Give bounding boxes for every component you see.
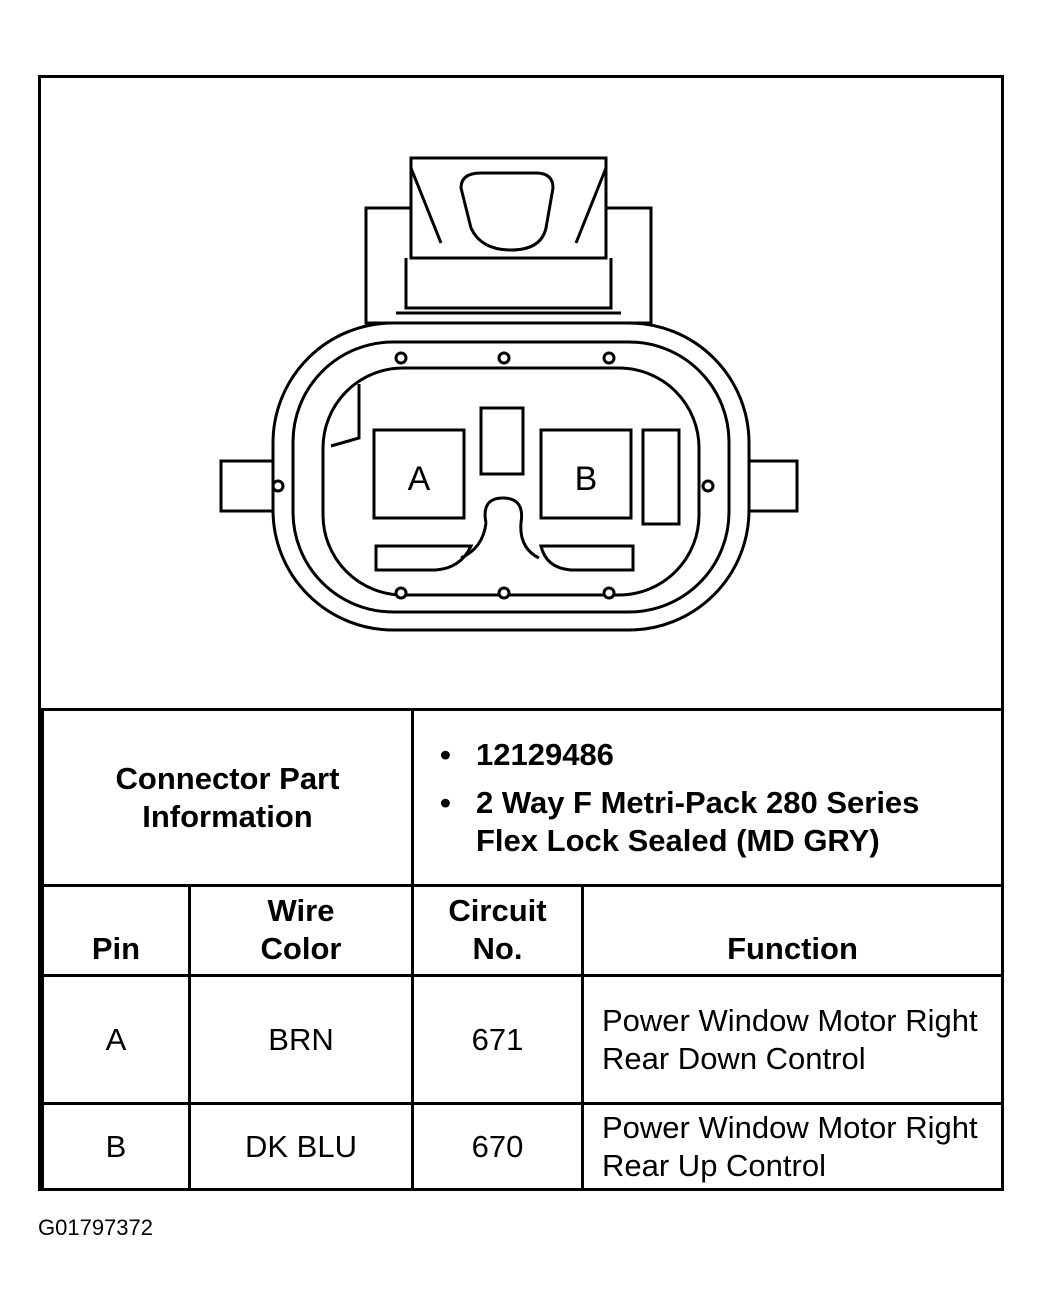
bottom-seal-right bbox=[539, 544, 635, 572]
bullet-icon: • bbox=[440, 784, 451, 820]
table-row: B DK BLU 670 Power Window Motor Right Re… bbox=[41, 1102, 1004, 1191]
right-ear bbox=[747, 459, 799, 513]
header-pin: Pin bbox=[41, 884, 191, 977]
part-description-item: • 2 Way F Metri-Pack 280 Series Flex Loc… bbox=[440, 784, 1001, 860]
latch-hole bbox=[394, 586, 408, 600]
center-key bbox=[479, 406, 525, 476]
bottom-seal-left bbox=[374, 544, 474, 572]
center-divider bbox=[460, 496, 540, 560]
header-circuit: Circuit No. bbox=[411, 884, 584, 977]
diagram-frame: A B Connector Part Information • 1212948… bbox=[38, 75, 1004, 1191]
bullet-icon: • bbox=[440, 736, 451, 772]
latch-wedge-right bbox=[574, 167, 608, 244]
latch-hole bbox=[271, 479, 285, 493]
header-wire-color: Wire Color bbox=[188, 884, 414, 977]
left-ear bbox=[219, 459, 275, 513]
function-cell: Power Window Motor Right Rear Down Contr… bbox=[581, 974, 1004, 1105]
header-circuit-label: Circuit bbox=[448, 893, 547, 928]
part-info-values-cell: • 12129486 • 2 Way F Metri-Pack 280 Seri… bbox=[411, 708, 1004, 887]
header-pin-label: Pin bbox=[91, 931, 141, 966]
latch-opening bbox=[459, 171, 555, 252]
latch-hole bbox=[602, 351, 616, 365]
header-function-label: Function bbox=[727, 931, 858, 966]
connector-face-diagram: A B bbox=[219, 156, 799, 632]
pin-label-a: A bbox=[408, 460, 431, 498]
latch-lower-body bbox=[404, 258, 613, 310]
function-cell: Power Window Motor Right Rear Up Control bbox=[581, 1102, 1004, 1191]
latch-wedge-left bbox=[409, 167, 443, 244]
latch-hole bbox=[602, 586, 616, 600]
connector-outer-housing bbox=[271, 321, 751, 632]
pin-label-b: B bbox=[575, 460, 598, 498]
part-description: 2 Way F Metri-Pack 280 Series Flex Lock … bbox=[476, 784, 920, 858]
header-wire-label: Wire bbox=[267, 893, 335, 928]
circuit-cell: 670 bbox=[411, 1102, 584, 1191]
connector-info-table: Connector Part Information • 12129486 • … bbox=[41, 708, 1004, 1191]
latch-hole bbox=[497, 586, 511, 600]
latch-hole bbox=[701, 479, 715, 493]
pin-cell: A bbox=[41, 974, 191, 1105]
connector-inner-rim bbox=[291, 340, 731, 614]
right-key-block bbox=[641, 428, 681, 526]
part-number: 12129486 bbox=[476, 736, 614, 772]
left-key-notch bbox=[330, 384, 361, 448]
pin-cell: B bbox=[41, 1102, 191, 1191]
latch-hole bbox=[394, 351, 408, 365]
part-info-label: Connector Part Information bbox=[115, 760, 340, 834]
header-no-label: No. bbox=[472, 931, 523, 966]
wire-color-cell: DK BLU bbox=[188, 1102, 414, 1191]
part-info-label-cell: Connector Part Information bbox=[41, 708, 414, 887]
pin-cavity-a bbox=[372, 428, 466, 520]
header-color-label: Color bbox=[260, 931, 342, 966]
connector-cavity bbox=[321, 366, 701, 597]
latch-hole bbox=[497, 351, 511, 365]
circuit-cell: 671 bbox=[411, 974, 584, 1105]
header-row: Pin Wire Color Circuit No. Function bbox=[41, 884, 1004, 977]
table-row: A BRN 671 Power Window Motor Right Rear … bbox=[41, 974, 1004, 1105]
latch-outer-frame bbox=[364, 156, 653, 325]
pin-cavity-b bbox=[539, 428, 633, 520]
part-number-item: • 12129486 bbox=[440, 736, 1001, 774]
part-info-row: Connector Part Information • 12129486 • … bbox=[41, 708, 1004, 887]
latch-block bbox=[409, 158, 608, 260]
wire-color-cell: BRN bbox=[188, 974, 414, 1105]
figure-id: G01797372 bbox=[38, 1215, 153, 1240]
header-function: Function bbox=[581, 884, 1004, 977]
